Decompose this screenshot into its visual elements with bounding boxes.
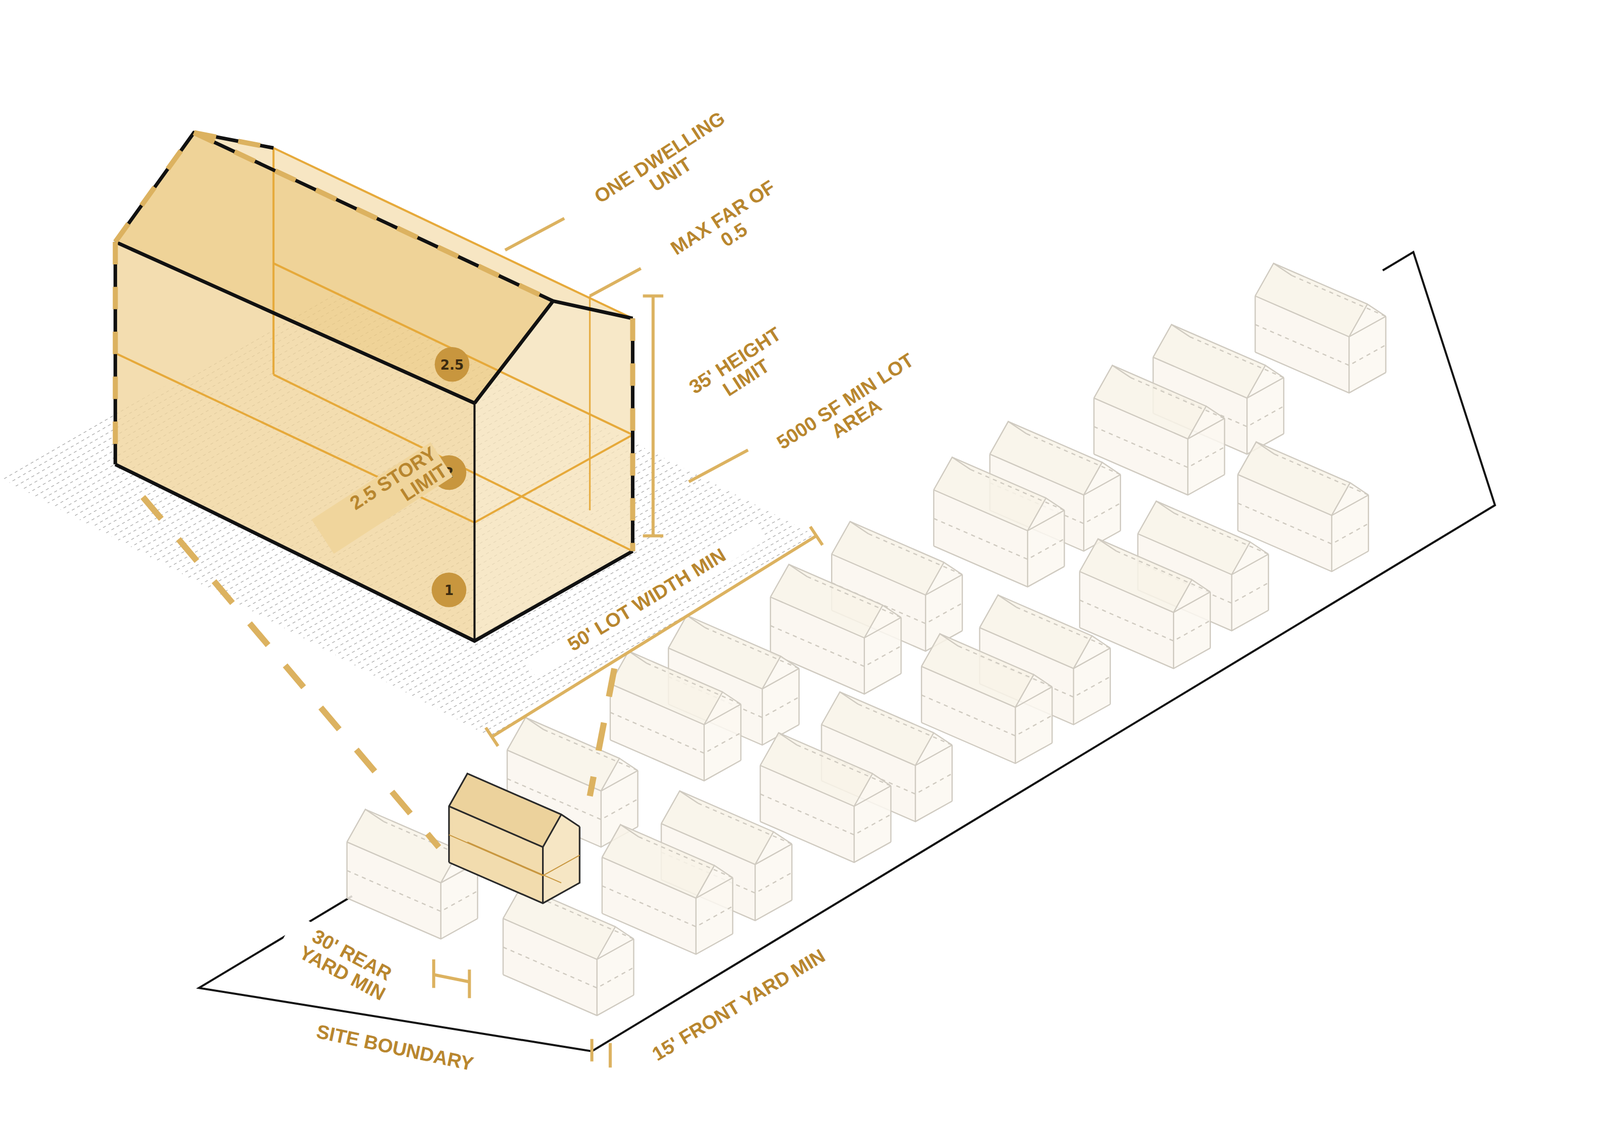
callout-circle: 2.5 (434, 347, 470, 382)
dimension-label: SITE BOUNDARY (280, 1014, 509, 1082)
callout-number: 2.5 (440, 356, 465, 373)
callout-circle: 1 (431, 572, 467, 608)
dimension-label: MAX FAR OF 0.5 (664, 175, 793, 279)
dimension-label: 5000 SF MIN LOT AREA (765, 344, 937, 476)
dimension-label: 15' FRONT YARD MIN (613, 924, 864, 1087)
callout-number: 1 (444, 582, 454, 598)
dimension-label: 30' REAR YARD MIN (277, 914, 417, 1015)
dimension-label: 35' HEIGHT LIMIT (668, 312, 814, 427)
